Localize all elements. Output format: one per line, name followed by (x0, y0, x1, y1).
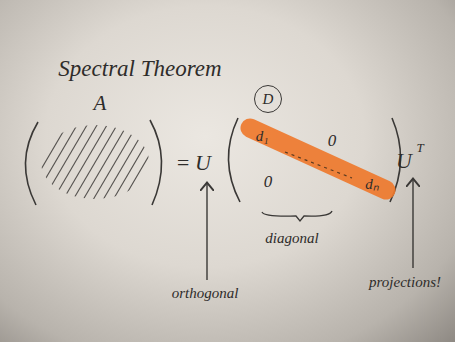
matrix-name: A (94, 93, 107, 114)
annotation: projections! (369, 275, 441, 290)
title: Spectral Theorem (58, 57, 221, 80)
pointer-arrow (412, 180, 413, 268)
circled-label: D (254, 85, 282, 113)
matrix-name: U (195, 152, 211, 174)
annotation: orthogonal (172, 286, 239, 301)
paren (228, 118, 240, 202)
diagonal-dots (285, 152, 352, 178)
zero-entry: 0 (328, 132, 337, 149)
zero-entry: 0 (264, 173, 273, 190)
equals-sign: = (176, 152, 191, 174)
bracket (262, 211, 332, 221)
paren (25, 122, 38, 205)
diagonal-entry: dₙ (365, 177, 379, 192)
matrix-name: D (263, 92, 274, 107)
matrix-name: U (396, 150, 412, 172)
annotation: diagonal (265, 231, 318, 246)
hatching (20, 120, 190, 205)
pointer-arrow (206, 184, 207, 280)
diagonal-entry: d₁ (256, 129, 269, 144)
paren (150, 120, 162, 205)
transpose-mark: T (416, 141, 423, 154)
